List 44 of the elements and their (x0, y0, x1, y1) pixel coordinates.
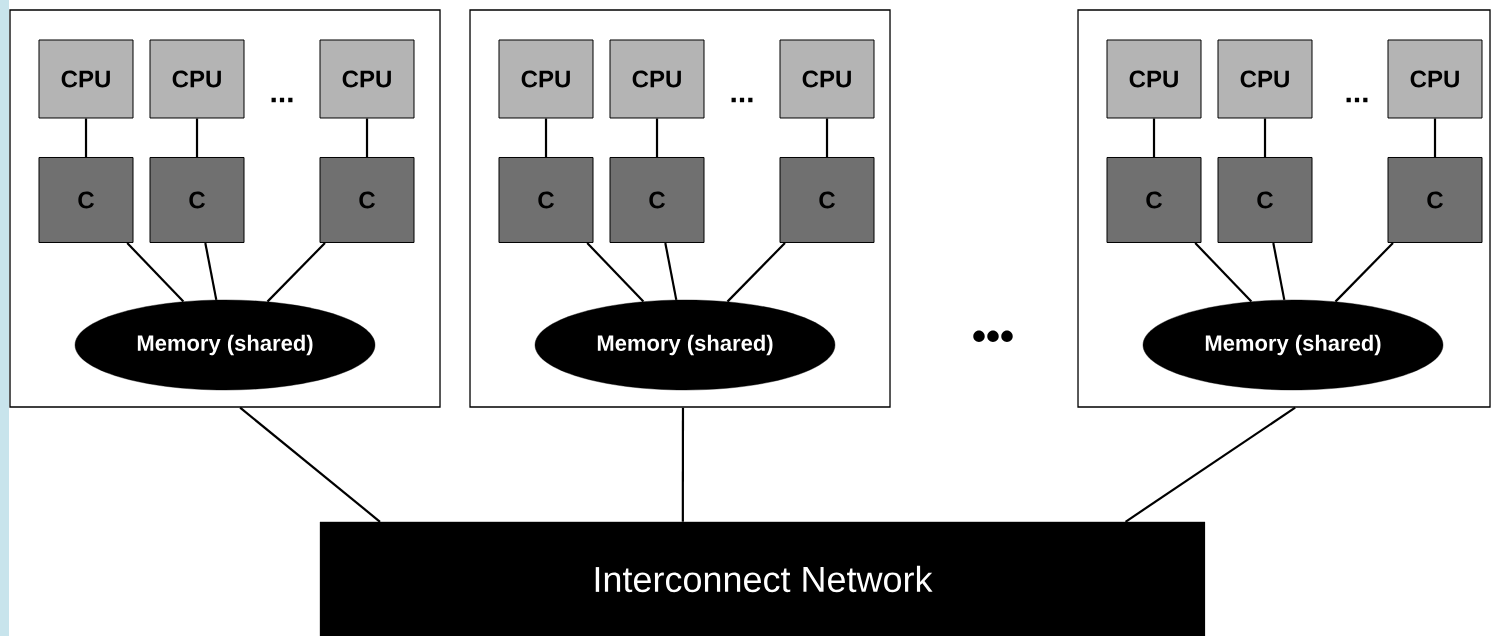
connector-line (204, 242, 218, 301)
ellipsis-dots: ... (731, 97, 753, 103)
connector-line (266, 242, 326, 303)
connector-line (239, 406, 381, 523)
cpu-box: CPU (609, 39, 705, 119)
cache-box: C (609, 157, 705, 243)
connector-line (84, 118, 88, 157)
connector-line (586, 242, 645, 303)
cache-box: C (149, 157, 245, 243)
cache-box: C (779, 157, 875, 243)
ellipsis-dots: ... (271, 97, 293, 103)
cpu-box: CPU (1387, 39, 1483, 119)
connector-line (1124, 406, 1296, 523)
connector-line (544, 118, 548, 157)
connector-line (1272, 242, 1286, 301)
cpu-box: CPU (38, 39, 134, 119)
connector-line (1433, 118, 1437, 157)
connector-line (365, 118, 369, 157)
connector-line (1263, 118, 1267, 157)
cache-box: C (1106, 157, 1202, 243)
cpu-box: CPU (498, 39, 594, 119)
network-bar: Interconnect Network (319, 521, 1206, 636)
cpu-box: CPU (319, 39, 415, 119)
connector-line (1334, 242, 1394, 303)
ellipsis-dots: ... (1346, 97, 1368, 103)
connector-line (195, 118, 199, 157)
cache-box: C (498, 157, 594, 243)
cache-box: C (1217, 157, 1313, 243)
cache-box: C (38, 157, 134, 243)
cpu-box: CPU (1106, 39, 1202, 119)
connector-line (825, 118, 829, 157)
cpu-box: CPU (149, 39, 245, 119)
connector-line (1194, 242, 1253, 303)
connector-line (655, 118, 659, 157)
cache-box: C (319, 157, 415, 243)
cpu-box: CPU (1217, 39, 1313, 119)
connector-line (664, 242, 678, 301)
connector-line (1152, 118, 1156, 157)
cpu-box: CPU (779, 39, 875, 119)
ellipsis-dots: ••• (973, 330, 1013, 342)
connector-line (681, 407, 685, 522)
cache-box: C (1387, 157, 1483, 243)
connector-line (726, 242, 786, 303)
connector-line (126, 242, 185, 303)
